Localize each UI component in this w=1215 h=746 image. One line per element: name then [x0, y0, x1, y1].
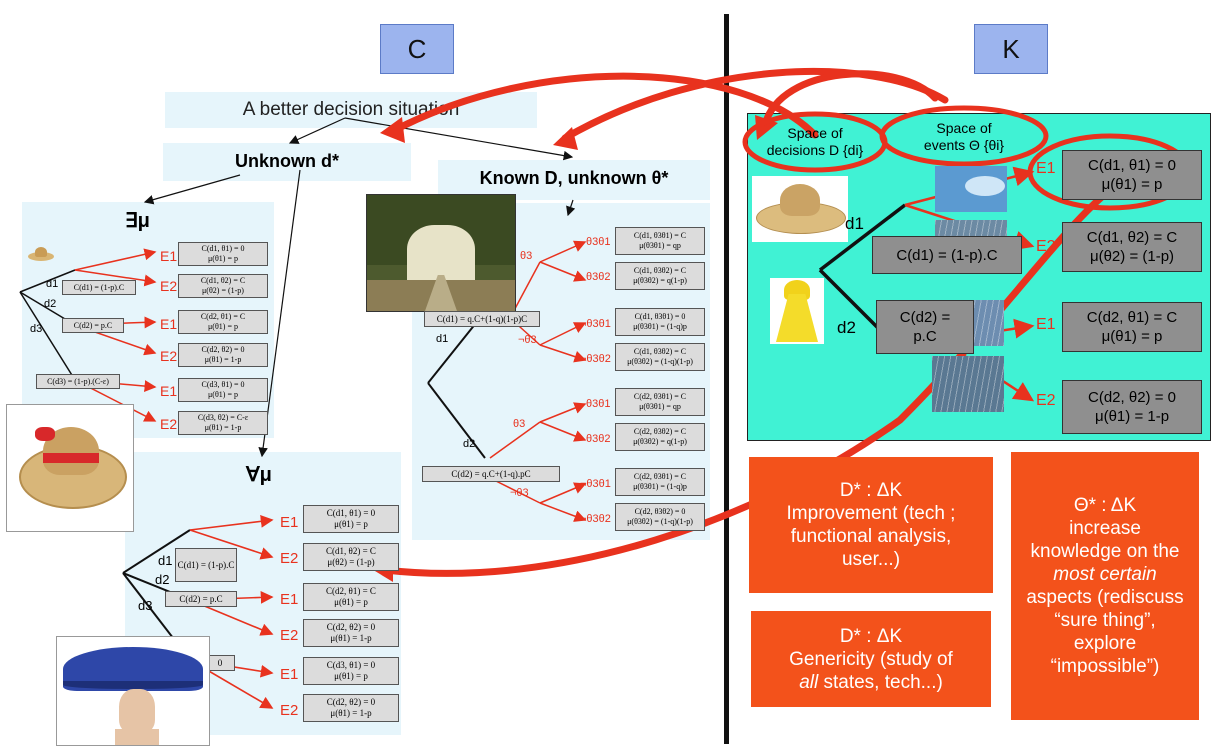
- ex-d1-label: d1: [46, 278, 59, 290]
- k-d2-label: d2: [837, 318, 856, 337]
- kn-leaf-2: θ3θ2: [586, 271, 611, 283]
- ex-d2-label: d2: [44, 298, 57, 310]
- fa-event-6: E2: [280, 702, 299, 719]
- k-event-2: E2: [1036, 238, 1056, 255]
- ex-d3-label: d3: [30, 323, 43, 335]
- theta-knowledge-box: Θ* : ΔK increase knowledge on the most c…: [1011, 452, 1199, 720]
- kn-leaf-3: ¬θ3θ1: [580, 318, 611, 330]
- small-straw-hat-image: [26, 244, 56, 264]
- kn-cost-d1: C(d1) = q.C+(1-q)(1-p)C: [424, 311, 540, 327]
- fa-event-4: E2: [280, 627, 299, 644]
- kn-theta-1: θ3: [520, 250, 533, 262]
- kn-leaf-6: θ3θ2: [586, 433, 611, 445]
- ex-cost-d3: C(d3) = (1-p).(C-ε): [36, 374, 120, 389]
- kn-leaf-1: θ3θ1: [586, 236, 611, 248]
- fa-d1-label: d1: [158, 553, 173, 568]
- fa-event-1: E1: [280, 514, 299, 531]
- k-d1-label: d1: [845, 214, 864, 233]
- fa-event-5: E1: [280, 666, 299, 683]
- rain-image-3: [932, 356, 1004, 412]
- oak-alley-image: [366, 194, 516, 312]
- fa-d3-label: d3: [138, 598, 153, 613]
- unknown-d-box: [163, 143, 411, 181]
- fa-event-2: E2: [280, 550, 299, 567]
- ex-event-5: E1: [160, 383, 178, 399]
- k-event-4: E2: [1036, 392, 1056, 409]
- straw-hat-image: [752, 176, 848, 242]
- forall-mu-label: ∀μ: [246, 464, 272, 486]
- header-k: K: [974, 24, 1048, 74]
- fa-event-3: E1: [280, 591, 299, 608]
- unknown-d-label: Unknown d*: [235, 151, 339, 171]
- ex-event-2: E2: [160, 278, 178, 294]
- raincoat-image: [770, 278, 824, 344]
- vertical-divider: [724, 14, 729, 744]
- ex-event-6: E2: [160, 416, 178, 432]
- kn-leaf-7: ¬θ3θ1: [580, 478, 611, 490]
- header-c: C: [380, 24, 454, 74]
- sunny-sky-image: [935, 166, 1007, 212]
- exists-mu-label: ∃μ: [125, 210, 150, 232]
- fa-cost-d1: C(d1) = (1-p).C: [175, 548, 237, 582]
- kn-theta-3: θ3: [513, 418, 526, 430]
- ex-event-1: E1: [160, 248, 178, 264]
- k-event-1: E1: [1036, 160, 1056, 177]
- k-event-3: E1: [1036, 316, 1056, 333]
- umbrella-hat-image: [56, 636, 210, 746]
- banner-title: A better decision situation: [242, 99, 460, 120]
- fa-d2-label: d2: [155, 572, 170, 587]
- known-d-box: [438, 160, 710, 200]
- kn-d2-label: d2: [463, 438, 476, 450]
- kn-theta-2: ¬θ3: [518, 334, 537, 346]
- kn-cost-d2: C(d2) = q.C+(1-q).pC: [422, 466, 560, 482]
- ex-cost-d2: C(d2) = p.C: [62, 318, 124, 333]
- improvement-box: D* : ΔK Improvement (tech ; functional a…: [749, 457, 993, 593]
- kn-leaf-5: θ3θ1: [586, 398, 611, 410]
- ex-event-3: E1: [160, 316, 178, 332]
- kn-theta-4: ¬θ3: [510, 487, 529, 499]
- ex-event-4: E2: [160, 348, 178, 364]
- ex-cost-d1: C(d1) = (1-p).C: [62, 280, 136, 295]
- k-cost-d1: C(d1) = (1-p).C: [872, 236, 1022, 274]
- fa-cost-d2: C(d2) = p.C: [165, 591, 237, 607]
- kn-d1-label: d1: [436, 333, 449, 345]
- kn-leaf-8: ¬θ3θ2: [580, 513, 611, 525]
- known-d-label: Known D, unknown θ*: [479, 168, 669, 188]
- genericity-box: D* : ΔK Genericity (study of all states,…: [751, 611, 991, 707]
- kn-leaf-4: ¬θ3θ2: [580, 353, 611, 365]
- k-cost-d2: C(d2) =p.C: [876, 300, 974, 354]
- boater-hat-image: [6, 404, 134, 532]
